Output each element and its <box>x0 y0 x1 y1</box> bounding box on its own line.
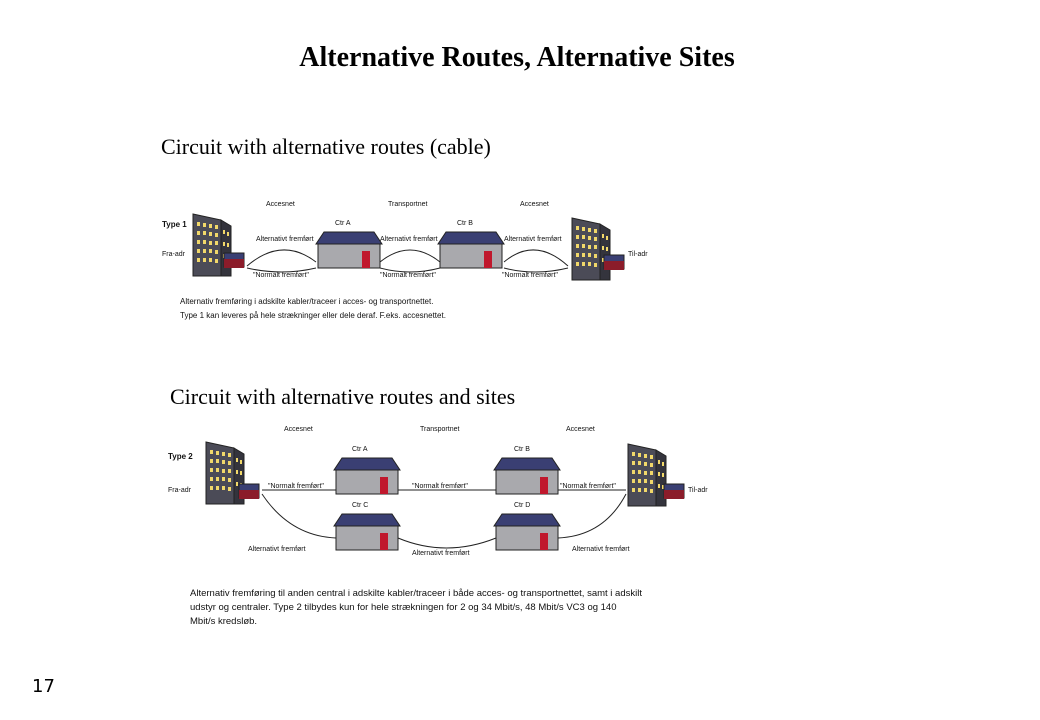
diagram2-heading: Circuit with alternative routes and site… <box>170 384 516 409</box>
diagram1: Type 1 Fra-adr Til-adr Accesnet Transpor… <box>162 201 648 320</box>
diagram1-normal-label-1: "Normalt fremført" <box>253 272 309 279</box>
diagram2-alt-route-1 <box>261 493 337 539</box>
diagram2-caption-line-3: Mbit/s kredsløb. <box>190 616 257 627</box>
diagram2-type-label: Type 2 <box>168 452 193 461</box>
diagram2-ctr-d-label: Ctr D <box>514 502 530 509</box>
diagram2-ctr-b-label: Ctr B <box>514 446 530 453</box>
page-number: 17 <box>32 676 55 697</box>
diagram2-ctr-a-label: Ctr A <box>352 446 368 453</box>
diagram2-to-label: Til-adr <box>688 487 708 494</box>
diagram1-alt-label-2: Alternativt fremført <box>380 236 438 243</box>
diagram2-annex-to <box>663 483 685 500</box>
diagram1-normal-label-2: "Normalt fremført" <box>380 272 436 279</box>
diagram1-heading: Circuit with alternative routes (cable) <box>161 134 491 159</box>
diagram1-segment-access-right: Accesnet <box>520 201 549 208</box>
diagram1-normal-route-2 <box>379 267 441 273</box>
diagram2-normal-label-1: "Normalt fremført" <box>268 483 324 490</box>
diagram2-segment-access-left: Accesnet <box>284 426 313 433</box>
diagram1-alt-route-3 <box>503 249 569 267</box>
diagram2-alt-label-2: Alternativt fremført <box>412 550 470 557</box>
diagram2-ctr-c-label: Ctr C <box>352 502 368 509</box>
diagram1-segment-access-left: Accesnet <box>266 201 295 208</box>
diagram2: Type 2 Fra-adr Til-adr Accesnet Transpor… <box>168 426 708 627</box>
diagram1-alt-route-2 <box>379 249 441 263</box>
diagram2-building-from <box>205 441 245 505</box>
diagram1-central-a <box>315 231 383 269</box>
diagram1-annex-to <box>603 254 625 271</box>
diagram2-alt-label-1: Alternativt fremført <box>248 546 306 553</box>
diagram1-caption-line-2: Type 1 kan leveres på hele strækninger e… <box>180 311 446 320</box>
diagram2-central-a <box>333 457 401 495</box>
diagram1-type-label: Type 1 <box>162 220 187 229</box>
diagram1-alt-label-1: Alternativt fremført <box>256 236 314 243</box>
diagram1-segment-transport: Transportnet <box>388 201 427 208</box>
diagram2-caption-line-1: Alternativ fremføring til anden central … <box>190 588 642 599</box>
diagram2-normal-label-3: "Normalt fremført" <box>560 483 616 490</box>
diagram1-from-label: Fra-adr <box>162 251 186 258</box>
diagram1-normal-route-3 <box>503 267 569 273</box>
diagram2-alt-route-3 <box>557 493 627 539</box>
diagram2-central-c <box>333 513 401 551</box>
diagram1-building-to <box>571 217 611 281</box>
diagram2-alt-label-3: Alternativt fremført <box>572 546 630 553</box>
diagram2-central-b <box>493 457 561 495</box>
diagram2-alt-route-2 <box>397 537 497 549</box>
page-title: Alternative Routes, Alternative Sites <box>299 42 735 73</box>
diagram1-central-b <box>437 231 505 269</box>
diagram1-caption-line-1: Alternativ fremføring i adskilte kabler/… <box>180 297 433 306</box>
diagram2-central-d <box>493 513 561 551</box>
diagram2-building-to <box>627 443 667 507</box>
diagram1-normal-route-1 <box>246 267 317 273</box>
diagram1-ctr-b-label: Ctr B <box>457 220 473 227</box>
diagram1-alt-label-3: Alternativt fremført <box>504 236 562 243</box>
diagram2-segment-access-right: Accesnet <box>566 426 595 433</box>
diagram1-ctr-a-label: Ctr A <box>335 220 351 227</box>
diagram2-caption-line-2: udstyr og centraler. Type 2 tilbydes kun… <box>190 602 617 613</box>
diagram1-to-label: Til-adr <box>628 251 648 258</box>
diagram1-annex-from <box>223 252 245 269</box>
diagram2-segment-transport: Transportnet <box>420 426 459 433</box>
diagram1-normal-label-3: "Normalt fremført" <box>502 272 558 279</box>
diagram1-alt-route-1 <box>246 249 317 267</box>
diagram2-annex-from <box>238 483 260 500</box>
diagram2-from-label: Fra-adr <box>168 487 192 494</box>
diagram2-normal-label-2: "Normalt fremført" <box>412 483 468 490</box>
